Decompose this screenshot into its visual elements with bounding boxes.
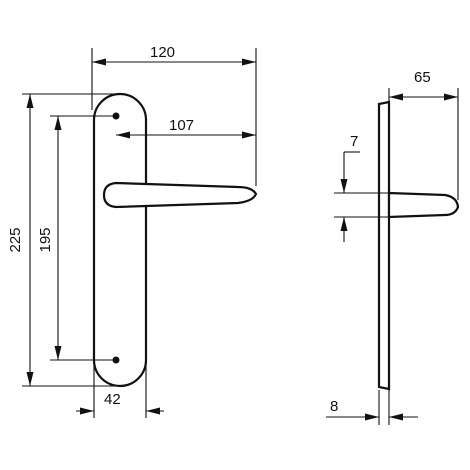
dim-handle-thickness: 7 — [334, 133, 389, 242]
dim-label-plate-width: 42 — [104, 391, 121, 408]
lever-handle — [102, 181, 258, 209]
dim-label-handle-projection: 65 — [414, 69, 431, 86]
dim-label-plate-height: 225 — [7, 227, 24, 252]
dim-plate-width: 42 — [76, 360, 164, 418]
dim-label-hole-spacing: 195 — [37, 227, 54, 252]
dim-label-handle-length: 107 — [169, 117, 194, 134]
side-view — [377, 100, 460, 391]
front-view — [92, 92, 258, 388]
dim-label-overall-width: 120 — [150, 44, 175, 61]
dim-handle-projection: 65 — [388, 69, 459, 200]
dim-label-plate-thickness: 8 — [330, 398, 338, 415]
dim-overall-width: 120 — [91, 44, 257, 186]
dim-hole-spacing: 195 — [37, 115, 116, 361]
dim-plate-thickness: 8 — [326, 390, 418, 425]
back-plate — [92, 92, 148, 388]
plate-profile — [377, 100, 391, 391]
lever-profile — [387, 191, 460, 219]
dim-handle-length: 107 — [116, 117, 256, 139]
dim-label-handle-thickness: 7 — [350, 133, 358, 150]
dim-plate-height: 225 — [7, 93, 114, 387]
